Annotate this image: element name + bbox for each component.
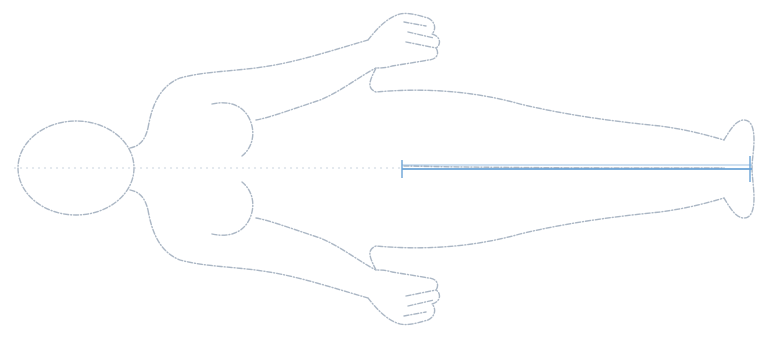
leg-separation-line bbox=[404, 166, 724, 168]
chest-upper-contour bbox=[212, 103, 253, 156]
torso-upper-outline bbox=[148, 40, 368, 128]
torso-lower-outline bbox=[148, 210, 368, 298]
upper-hand-fingers bbox=[404, 22, 436, 48]
neck-upper-outline bbox=[130, 128, 148, 148]
neck-lower-outline bbox=[130, 190, 148, 210]
chest-lower-contour bbox=[212, 182, 253, 235]
lower-hand-fingers bbox=[404, 290, 436, 316]
legs-upper-outline bbox=[370, 68, 724, 140]
legs-lower-outline bbox=[370, 198, 724, 270]
upper-arm-inner-outline bbox=[256, 68, 376, 120]
lower-arm-inner-outline bbox=[256, 218, 376, 270]
